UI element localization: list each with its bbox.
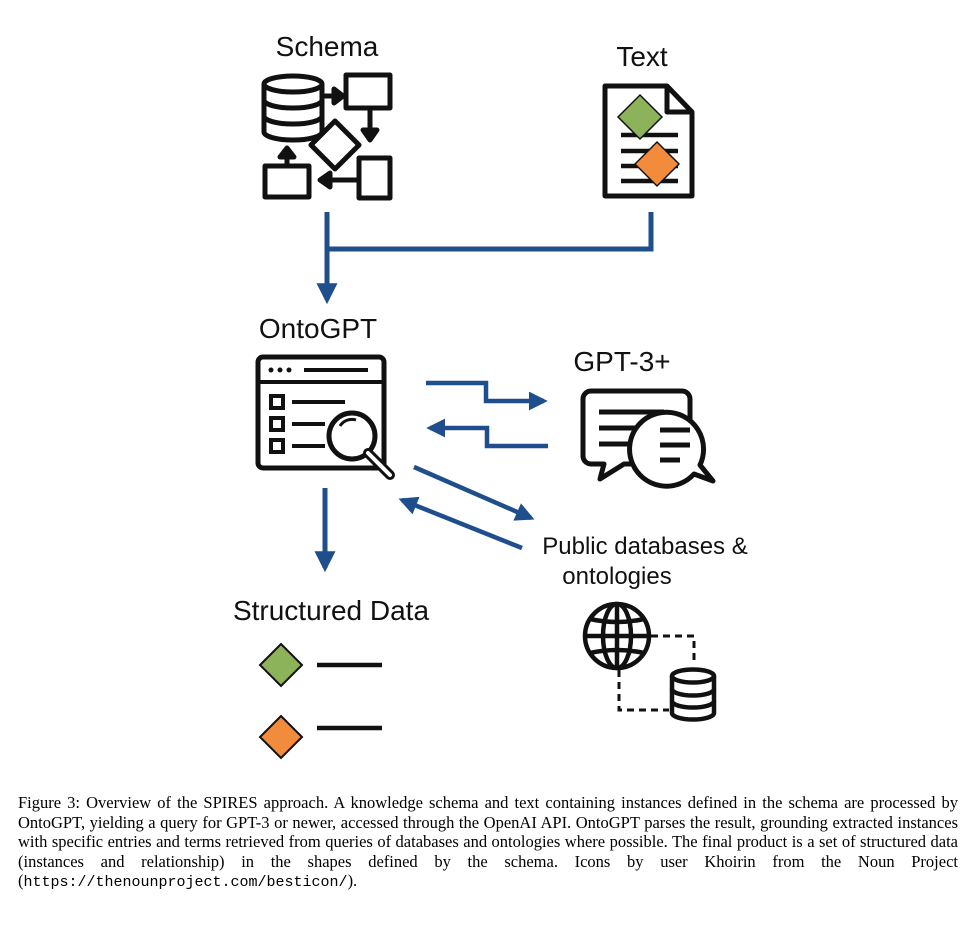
public-label-line2: ontologies (562, 563, 671, 590)
gpt-label: GPT-3+ (573, 346, 670, 377)
schema-label: Schema (276, 31, 379, 62)
input-merge-arrow (316, 212, 654, 305)
ontogpt-label: OntoGPT (259, 313, 377, 344)
schema-icon (261, 72, 393, 201)
caption-url: https://thenounproject.com/besticon/ (23, 874, 348, 891)
caption-end: ). (347, 871, 358, 890)
document-icon (602, 83, 695, 199)
text-label: Text (616, 41, 668, 72)
spires-diagram: Schema Text OntoGPT GPT-3+ Public databa… (233, 31, 748, 760)
chat-bubbles-icon (580, 388, 716, 489)
database-exchange-arrows (398, 464, 535, 551)
structured-data-icon (258, 642, 382, 760)
search-window-icon (255, 354, 395, 480)
globe-database-icon (582, 601, 717, 722)
caption-text: Figure 3: Overview of the SPIRES approac… (18, 793, 958, 890)
structured-data-label: Structured Data (233, 595, 430, 626)
figure-caption: Figure 3: Overview of the SPIRES approac… (18, 793, 958, 893)
public-label-line1: Public databases & (542, 533, 747, 560)
gpt-exchange-arrows (426, 380, 548, 449)
